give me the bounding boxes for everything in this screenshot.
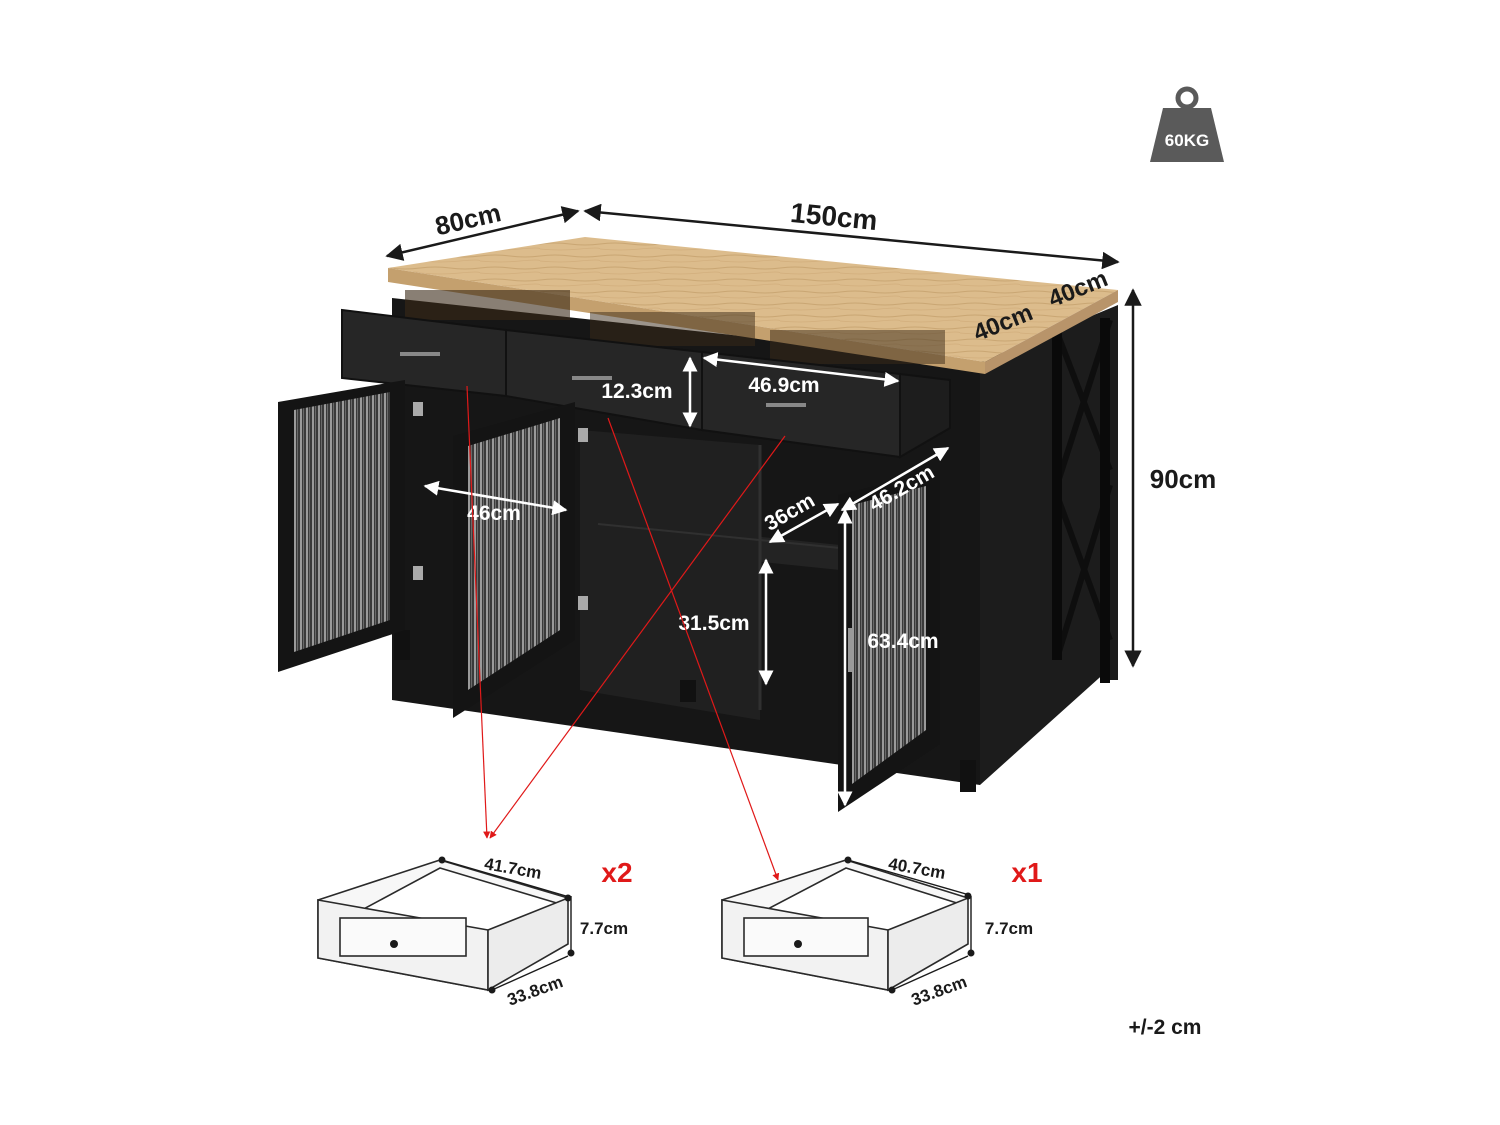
width-label: 150cm <box>789 197 879 236</box>
drawer-handle-icon <box>400 352 440 356</box>
drawer-detail-large <box>721 859 970 992</box>
small-drawer-depth-label: 33.8cm <box>505 972 566 1010</box>
height-label: 90cm <box>1150 464 1217 494</box>
drawer-width-label: 46.9cm <box>748 374 819 397</box>
large-drawer-height-label: 7.7cm <box>985 919 1033 938</box>
door-height-label: 63.4cm <box>867 630 938 653</box>
small-drawer-quantity: x2 <box>601 857 632 888</box>
door-handle-icon <box>848 628 852 672</box>
tolerance-note: +/-2 cm <box>1129 1016 1202 1039</box>
weight-icon <box>1150 86 1224 162</box>
cabinet-inner-width-label: 46cm <box>467 502 521 525</box>
shelf-height-label: 31.5cm <box>678 612 749 635</box>
drawer-handle-icon <box>572 376 612 380</box>
drawer-handle-icon <box>766 403 806 407</box>
weight-label: 60KG <box>1165 131 1209 150</box>
depth-label: 80cm <box>432 197 504 241</box>
door-far-left <box>278 380 405 672</box>
small-drawer-height-label: 7.7cm <box>580 919 628 938</box>
leader-lines <box>466 385 786 881</box>
drawer-height-label: 12.3cm <box>601 380 672 403</box>
drawer-detail-small <box>317 859 570 992</box>
door-right <box>838 470 940 812</box>
side-panel <box>980 305 1118 785</box>
large-drawer-quantity: x1 <box>1011 857 1042 888</box>
